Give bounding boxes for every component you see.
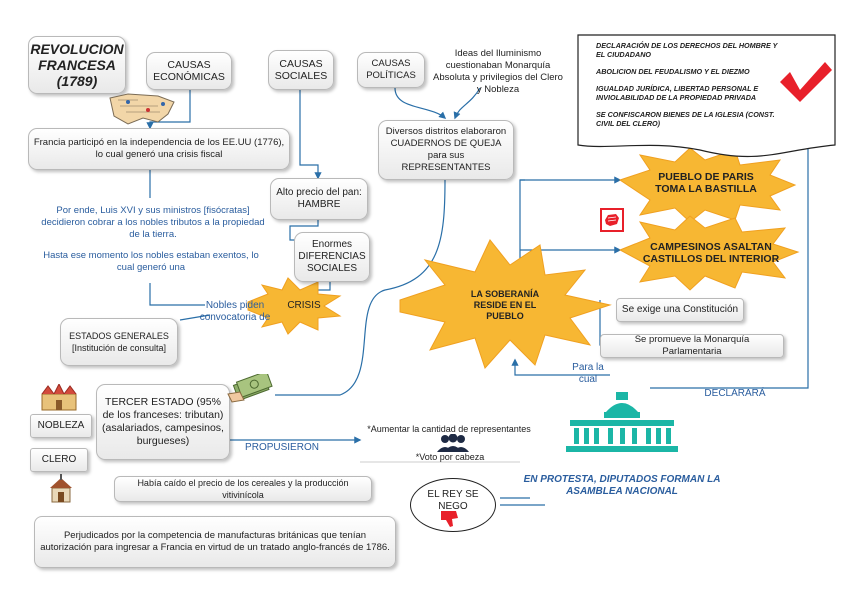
- causas-economicas-box: CAUSAS ECONÓMICAS: [146, 52, 232, 90]
- protesta-text: EN PROTESTA, DIPUTADOS FORMAN LA ASAMBLE…: [523, 474, 721, 497]
- declaracion-list: DECLARACIÓN DE LOS DERECHOS DEL HOMBRE Y…: [596, 41, 786, 128]
- declaracion-item: ABOLICION DEL FEUDALISMO Y EL DIEZMO: [596, 67, 750, 76]
- estados-generales-text: ESTADOS GENERALES [Institución de consul…: [69, 331, 169, 353]
- campesinos-label: CAMPESINOS ASALTAN CASTILLOS DEL INTERIO…: [642, 241, 780, 265]
- declarara-text: DECLARARÁ: [704, 388, 766, 399]
- clero-label: CLERO: [41, 454, 77, 465]
- causas-sociales-box: CAUSAS SOCIALES: [268, 50, 334, 90]
- parliament-icon: [566, 390, 678, 452]
- money-icon: [226, 370, 274, 406]
- pueblo-paris-label: PUEBLO DE PARIS TOMA LA BASTILLA: [655, 171, 757, 195]
- francia-eeuu-text: Francia participó en la independencia de…: [33, 137, 285, 160]
- declaracion-item: SE CONFISCARON BIENES DE LA IGLESIA (CON…: [596, 110, 775, 128]
- causas-sociales-label: CAUSAS SOCIALES: [274, 58, 328, 82]
- cereales-text: Había caído el precio de los cereales y …: [137, 478, 349, 500]
- rey-text: EL REY SE NEGO: [427, 489, 479, 512]
- tercer-estado-text: TERCER ESTADO (95% de los franceses: tri…: [102, 396, 224, 447]
- monarquia-text: Se promueve la Monarquía Parlamentaria: [634, 334, 750, 357]
- clero-box: CLERO: [30, 448, 88, 472]
- castle-icon: [38, 382, 80, 412]
- declaracion-item: IGUALDAD JURÍDICA, LIBERTAD PERSONAL E I…: [596, 84, 759, 102]
- title-box: REVOLUCION FRANCESA (1789): [28, 36, 126, 94]
- diferencias-box: Enormes DIFERENCIAS SOCIALES: [294, 232, 370, 282]
- ideas-iluminismo-text: Ideas del Iluminismo cuestionaban Monarq…: [433, 48, 563, 95]
- francia-eeuu-box: Francia participó en la independencia de…: [28, 128, 290, 170]
- causas-politicas-box: CAUSAS POLÍTICAS: [357, 52, 425, 88]
- soberania-label: LA SOBERANÍA RESIDE EN EL PUEBLO: [470, 288, 540, 321]
- estados-generales-box: ESTADOS GENERALES [Institución de consul…: [60, 318, 178, 366]
- thumbs-down-icon: [440, 510, 460, 528]
- alto-precio-text: Alto precio del pan: HAMBRE: [276, 187, 362, 210]
- tercer-estado-box: TERCER ESTADO (95% de los franceses: tri…: [96, 384, 230, 460]
- voto-text: *Voto por cabeza: [415, 452, 485, 462]
- title-line-2: FRANCESA: [38, 57, 116, 73]
- perjudicados-text: Perjudicados por la competencia de manuf…: [40, 530, 390, 553]
- title-line-1: REVOLUCION: [30, 41, 124, 57]
- paris-star: [618, 147, 797, 223]
- crisis-star: [247, 277, 342, 335]
- luis-xvi-text: Por ende, Luis XVI y sus ministros [fisó…: [41, 205, 265, 240]
- constitucion-text: Se exige una Constitución: [621, 304, 739, 315]
- church-icon: [46, 474, 76, 504]
- aumentar-text: *Aumentar la cantidad de representantes: [367, 424, 531, 434]
- cereales-box: Había caído el precio de los cereales y …: [114, 476, 372, 502]
- para-la-cual-text: Para la cual: [572, 362, 604, 385]
- campesinos-star: [618, 215, 800, 291]
- declaracion-document: [577, 34, 836, 158]
- hasta-momento-text: Hasta ese momento los nobles estaban exe…: [43, 250, 259, 273]
- perjudicados-box: Perjudicados por la competencia de manuf…: [34, 516, 396, 568]
- rey-ellipse: EL REY SE NEGO: [410, 478, 496, 532]
- monarquia-box: Se promueve la Monarquía Parlamentaria: [600, 334, 784, 358]
- distritos-box: Diversos distritos elaboraron CUADERNOS …: [378, 120, 514, 180]
- title-line-3: (1789): [56, 73, 98, 89]
- nobleza-label: NOBLEZA: [37, 420, 85, 431]
- diferencias-text: Enormes DIFERENCIAS SOCIALES: [298, 239, 366, 274]
- nobleza-box: NOBLEZA: [30, 414, 92, 438]
- people-icon: [436, 433, 470, 452]
- alto-precio-box: Alto precio del pan: HAMBRE: [270, 178, 368, 220]
- propusieron-text: PROPUSIERON: [245, 442, 319, 453]
- check-icon: [780, 62, 832, 102]
- constitucion-box: Se exige una Constitución: [616, 298, 744, 322]
- fist-icon: [600, 208, 624, 232]
- declaracion-item: DECLARACIÓN DE LOS DERECHOS DEL HOMBRE Y…: [596, 41, 778, 59]
- causas-politicas-label: CAUSAS POLÍTICAS: [366, 58, 416, 81]
- causas-economicas-label: CAUSAS ECONÓMICAS: [153, 59, 225, 83]
- usa-map-icon: [108, 92, 178, 126]
- nobles-piden-text: Nobles piden convocatoria de: [199, 300, 271, 323]
- crisis-label: CRISIS: [287, 300, 321, 311]
- distritos-text: Diversos distritos elaboraron CUADERNOS …: [385, 126, 507, 173]
- soberania-star: [399, 239, 612, 369]
